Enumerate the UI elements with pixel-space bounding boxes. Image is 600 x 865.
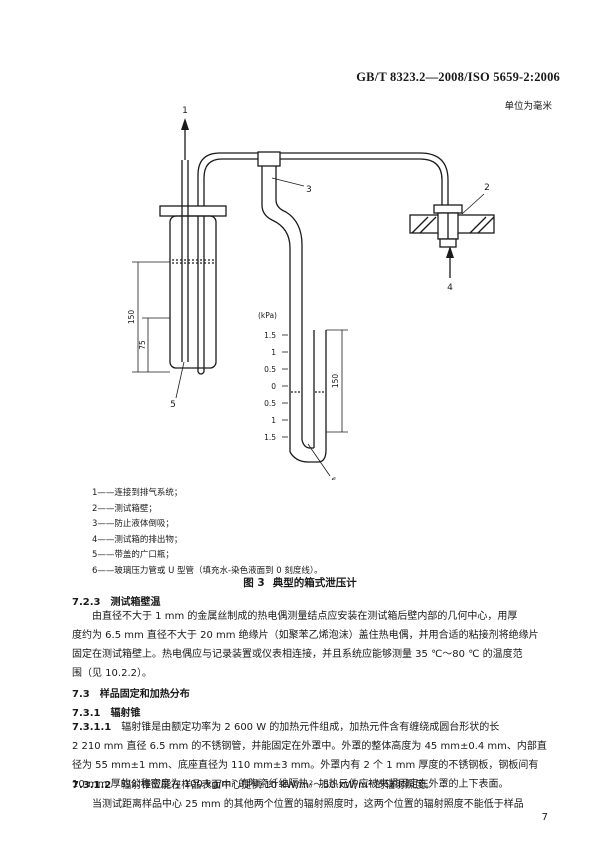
gauge-tick-label: 1	[271, 416, 276, 425]
text-line: 围（见 10.2.2）。	[72, 668, 152, 679]
legend-item: 4——测试箱的排出物；	[92, 534, 183, 545]
jar-tube	[181, 152, 258, 375]
legend-item: 5——带盖的广口瓶；	[92, 550, 174, 560]
legend-item: 2——测试箱壁；	[92, 503, 157, 514]
dimension-left	[132, 261, 170, 373]
u-tube-gauge	[289, 262, 327, 463]
callout-4: 4	[447, 283, 453, 293]
text-line: 径为 55 mm±1 mm、底座直径为 110 mm±3 mm。外罩内有 2 个…	[72, 760, 539, 771]
text-line: 10 mm 厚的公称密度为 100 kg/m³ 的陶瓷纤维隔热。加热元件应被夹紧…	[72, 779, 509, 790]
clause-number: 7.3.1.1	[72, 722, 112, 733]
pressure-gauge-figure: 1 2 3 4 5 6 (kPa) 1.5 1 0.5 0 0.5 1 1.5 150 75…	[127, 106, 495, 480]
dimension-right	[326, 329, 348, 433]
gauge-tick-label: 0.5	[264, 365, 276, 374]
jar	[159, 205, 227, 369]
legend-item: 3——防止液体倒吸；	[92, 519, 174, 529]
callout-3: 3	[306, 185, 312, 195]
figure-title: 典型的箱式泄压计	[272, 577, 357, 589]
callout-6: 6	[331, 477, 337, 480]
callout-1: 1	[182, 106, 188, 116]
figure-caption: 图 3 典型的箱式泄压计	[0, 575, 600, 590]
page-number: 7	[541, 812, 548, 823]
exhaust-arrow	[181, 118, 189, 160]
main-pipe	[257, 151, 449, 262]
section-7-2-3-body: 由直径不大于 1 mm 的金属丝制成的热电偶测量结点应安装在测试箱后壁内部的几何…	[72, 607, 539, 683]
callout-2: 2	[484, 183, 490, 193]
legend-item: 1——连接到排气系统；	[92, 488, 183, 498]
text-line: 度约为 6.5 mm 直径不大于 20 mm 绝缘片（如聚苯乙烯泡沫）盖住热电偶…	[72, 630, 539, 641]
gauge-tick-label: 0.5	[264, 399, 276, 408]
text-line: 由直径不大于 1 mm 的金属丝制成的热电偶测量结点应安装在测试箱后壁内部的几何…	[92, 611, 518, 622]
gauge-tick-label: 1	[271, 348, 276, 357]
leader-lines	[175, 177, 485, 477]
gauge-tick-label: 0	[271, 382, 276, 391]
gauge-unit: (kPa)	[258, 311, 277, 320]
text-line: 2 210 mm 直径 6.5 mm 的不锈钢管，并能固定在外罩中。外罩的整体高…	[72, 741, 547, 752]
clause-number: 7.3.1.2	[72, 780, 112, 791]
gauge-tick-label: 1.5	[264, 433, 276, 442]
figure-legend: 1——连接到排气系统； 2——测试箱壁； 3——防止液体倒吸； 4——测试箱的排…	[92, 486, 323, 579]
standard-code: GB/T 8323.2—2008/ISO 5659-2:2006	[356, 70, 560, 84]
emission-arrow	[446, 246, 454, 278]
text-line: 固定在测试箱壁上。热电偶应与记录装置或仪表相连接，并且系统应能够测量 35 ℃～…	[72, 649, 523, 660]
unit-note: 单位为毫米	[504, 101, 552, 112]
legend-item: 6——玻璃压力管或 U 型管（填充水-染色液面到 0 刻度线）。	[92, 565, 323, 576]
dim-75-left: 75	[138, 340, 147, 350]
figure-number: 图 3	[243, 577, 265, 589]
callout-5: 5	[170, 400, 176, 410]
dim-150-left: 150	[127, 310, 136, 325]
chamber-wall	[409, 204, 495, 248]
text-line: 当测试距离样品中心 25 mm 的其他两个位置的辐射照度时，这两个位置的辐射照度…	[92, 799, 524, 810]
dim-150-right: 150	[331, 374, 340, 389]
gauge-tick-label: 1.5	[264, 331, 276, 340]
gauge-tick-labels: 1.5 1 0.5 0 0.5 1 1.5	[264, 331, 276, 442]
gauge-ticks	[282, 334, 288, 438]
